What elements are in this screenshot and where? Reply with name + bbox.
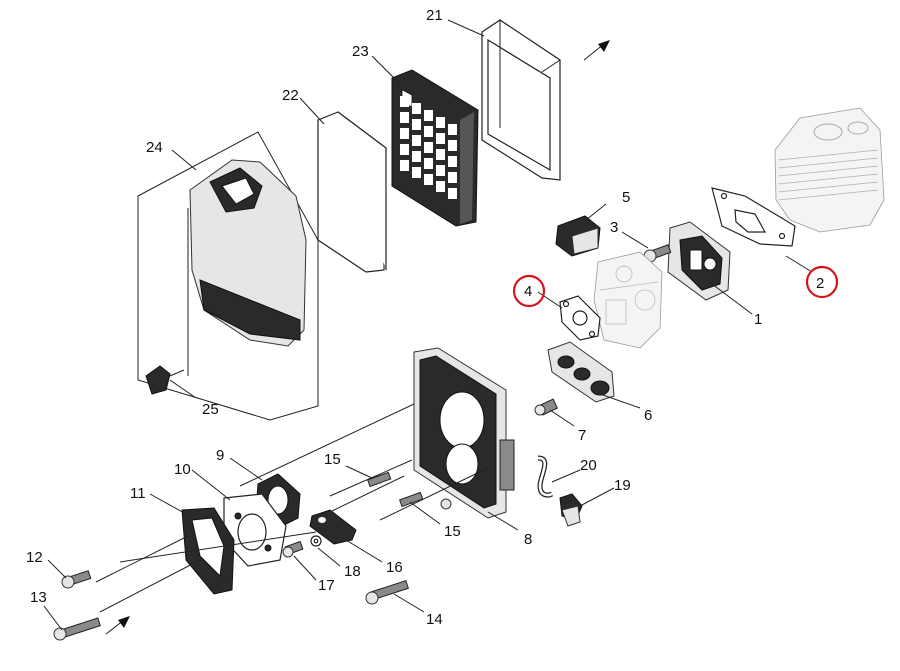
callout-19[interactable]: 19	[614, 477, 631, 494]
callout-18[interactable]: 18	[344, 563, 361, 580]
callout-11[interactable]: 11	[130, 485, 146, 502]
callout-25[interactable]: 25	[202, 401, 219, 418]
part-2-gasket[interactable]	[711, 187, 796, 247]
callout-13[interactable]: 13	[30, 589, 47, 606]
callout-10[interactable]: 10	[174, 461, 191, 478]
part-16-link[interactable]	[309, 509, 357, 545]
callout-4[interactable]: 4	[524, 283, 532, 300]
part-19-primer[interactable]	[559, 493, 583, 527]
part-17-screw[interactable]	[282, 540, 304, 558]
callout-7[interactable]: 7	[578, 427, 586, 444]
part-24-cover[interactable]	[137, 131, 319, 421]
part-6-manifold[interactable]	[547, 341, 615, 403]
callout-15-lower[interactable]: 15	[444, 523, 461, 540]
callout-23[interactable]: 23	[352, 43, 369, 60]
part-7-bolt[interactable]	[534, 398, 559, 416]
callout-1[interactable]: 1	[754, 311, 762, 328]
part-15-pin-lower[interactable]	[398, 491, 424, 508]
part-15-pin-upper[interactable]	[366, 471, 392, 488]
highlight-circle-2	[805, 265, 839, 299]
callout-3[interactable]: 3	[610, 219, 618, 236]
part-4-gasket[interactable]	[559, 295, 601, 341]
part-12-bolt[interactable]	[61, 570, 92, 589]
callout-24[interactable]: 24	[146, 139, 163, 156]
callout-12[interactable]: 12	[26, 549, 43, 566]
part-8-base-plate[interactable]	[413, 347, 515, 519]
callout-2[interactable]: 2	[816, 275, 824, 292]
callout-21[interactable]: 21	[426, 7, 443, 24]
callout-20[interactable]: 20	[580, 457, 597, 474]
engine-cylinder-drawing	[774, 107, 885, 233]
part-20-hose[interactable]	[537, 455, 554, 498]
part-21-filter[interactable]	[481, 19, 561, 181]
callout-5[interactable]: 5	[622, 189, 630, 206]
callout-17[interactable]: 17	[318, 577, 335, 594]
callout-14[interactable]: 14	[426, 611, 443, 628]
direction-arrow-bottom	[105, 616, 130, 635]
part-5-solenoid[interactable]	[555, 215, 601, 257]
leader-lines	[43, 19, 813, 631]
part-23-grid-filter[interactable]	[391, 69, 479, 227]
carburetor-drawing	[593, 251, 663, 349]
part-1-insulator[interactable]	[667, 221, 731, 301]
part-25-knob[interactable]	[145, 365, 185, 395]
part-14-bolt[interactable]	[365, 580, 409, 605]
highlight-circle-4	[512, 274, 546, 308]
direction-arrow-top	[583, 40, 610, 61]
callout-22[interactable]: 22	[282, 87, 299, 104]
callout-15-upper[interactable]: 15	[324, 451, 341, 468]
callout-16[interactable]: 16	[386, 559, 403, 576]
callout-6[interactable]: 6	[644, 407, 652, 424]
callout-9[interactable]: 9	[216, 447, 224, 464]
part-22-foam[interactable]	[317, 111, 387, 273]
callout-8[interactable]: 8	[524, 531, 532, 548]
part-18-washer[interactable]	[310, 535, 322, 547]
part-13-bolt[interactable]	[53, 617, 101, 641]
